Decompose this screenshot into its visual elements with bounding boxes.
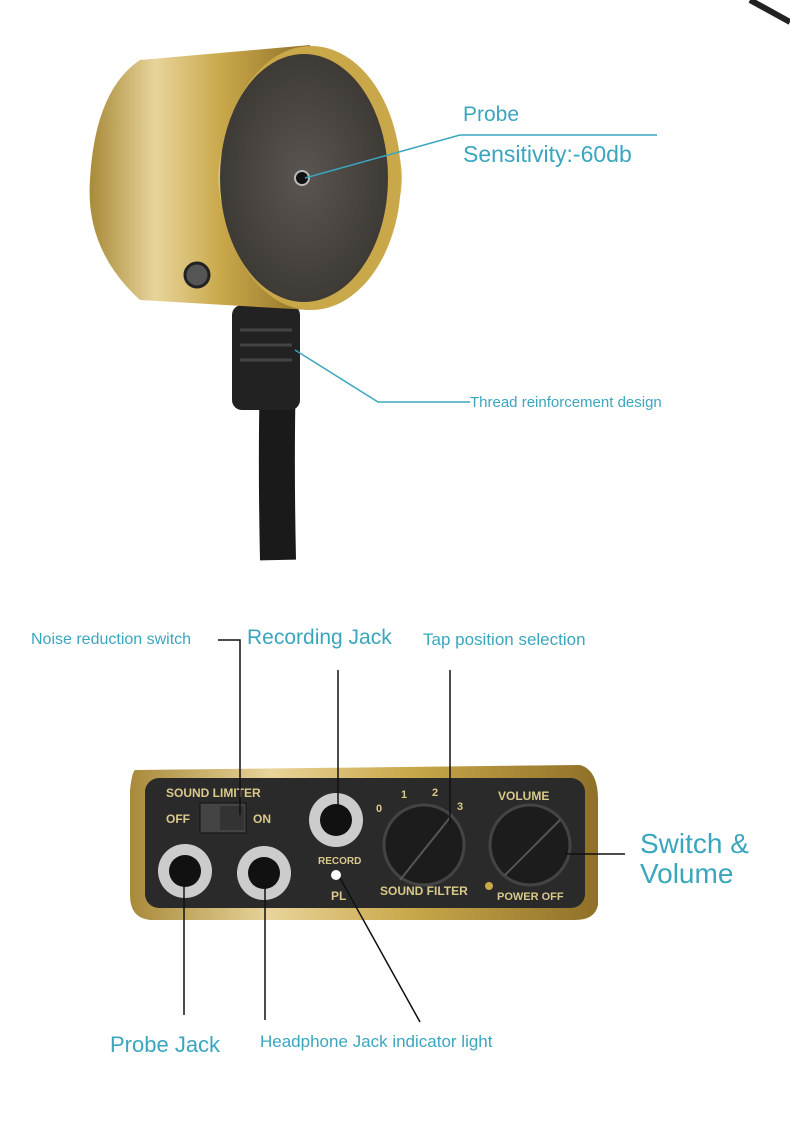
tap-position-label: Tap position selection (423, 630, 586, 649)
headphone-label: Headphone Jack indicator light (260, 1032, 493, 1051)
panel-on: ON (253, 812, 271, 826)
switch-volume-label-2: Volume (640, 858, 734, 889)
probe-image (89, 45, 402, 561)
filter-pos-1: 1 (401, 789, 407, 801)
probe-label: Probe (463, 103, 520, 126)
noise-switch-label: Noise reduction switch (31, 631, 192, 648)
sensitivity-label: Sensitivity:-60db (463, 141, 632, 167)
controller-leader-lines (183, 639, 625, 1023)
probe-jack-label: Probe Jack (110, 1032, 221, 1057)
sound-filter-knob[interactable] (382, 803, 466, 887)
panel-power-off: POWER OFF (497, 891, 564, 903)
controller-image: SOUND LIMITER OFF ON RECORD PL 0 1 2 3 S… (130, 765, 598, 920)
panel-off: OFF (166, 812, 190, 826)
panel-sound-limiter: SOUND LIMITER (166, 786, 261, 800)
panel-record: RECORD (318, 856, 361, 867)
recording-jack-label: Recording Jack (247, 626, 392, 649)
probe-jack[interactable] (158, 844, 212, 898)
indicator-light (331, 870, 341, 880)
switch-volume-label-1: Switch & (640, 828, 749, 859)
probe-leader-lines (294, 134, 657, 403)
panel-volume: VOLUME (498, 789, 549, 803)
volume-knob[interactable] (488, 803, 572, 887)
cable-corner (748, 0, 790, 25)
filter-pos-3: 3 (457, 801, 463, 813)
filter-pos-0: 0 (376, 803, 382, 815)
headphone-jack[interactable] (237, 846, 291, 900)
record-jack[interactable] (309, 793, 363, 847)
panel-pl: PL (331, 889, 346, 903)
filter-pos-2: 2 (432, 787, 438, 799)
thread-label: Thread reinforcement design (470, 394, 662, 411)
panel-sound-filter: SOUND FILTER (380, 884, 468, 898)
